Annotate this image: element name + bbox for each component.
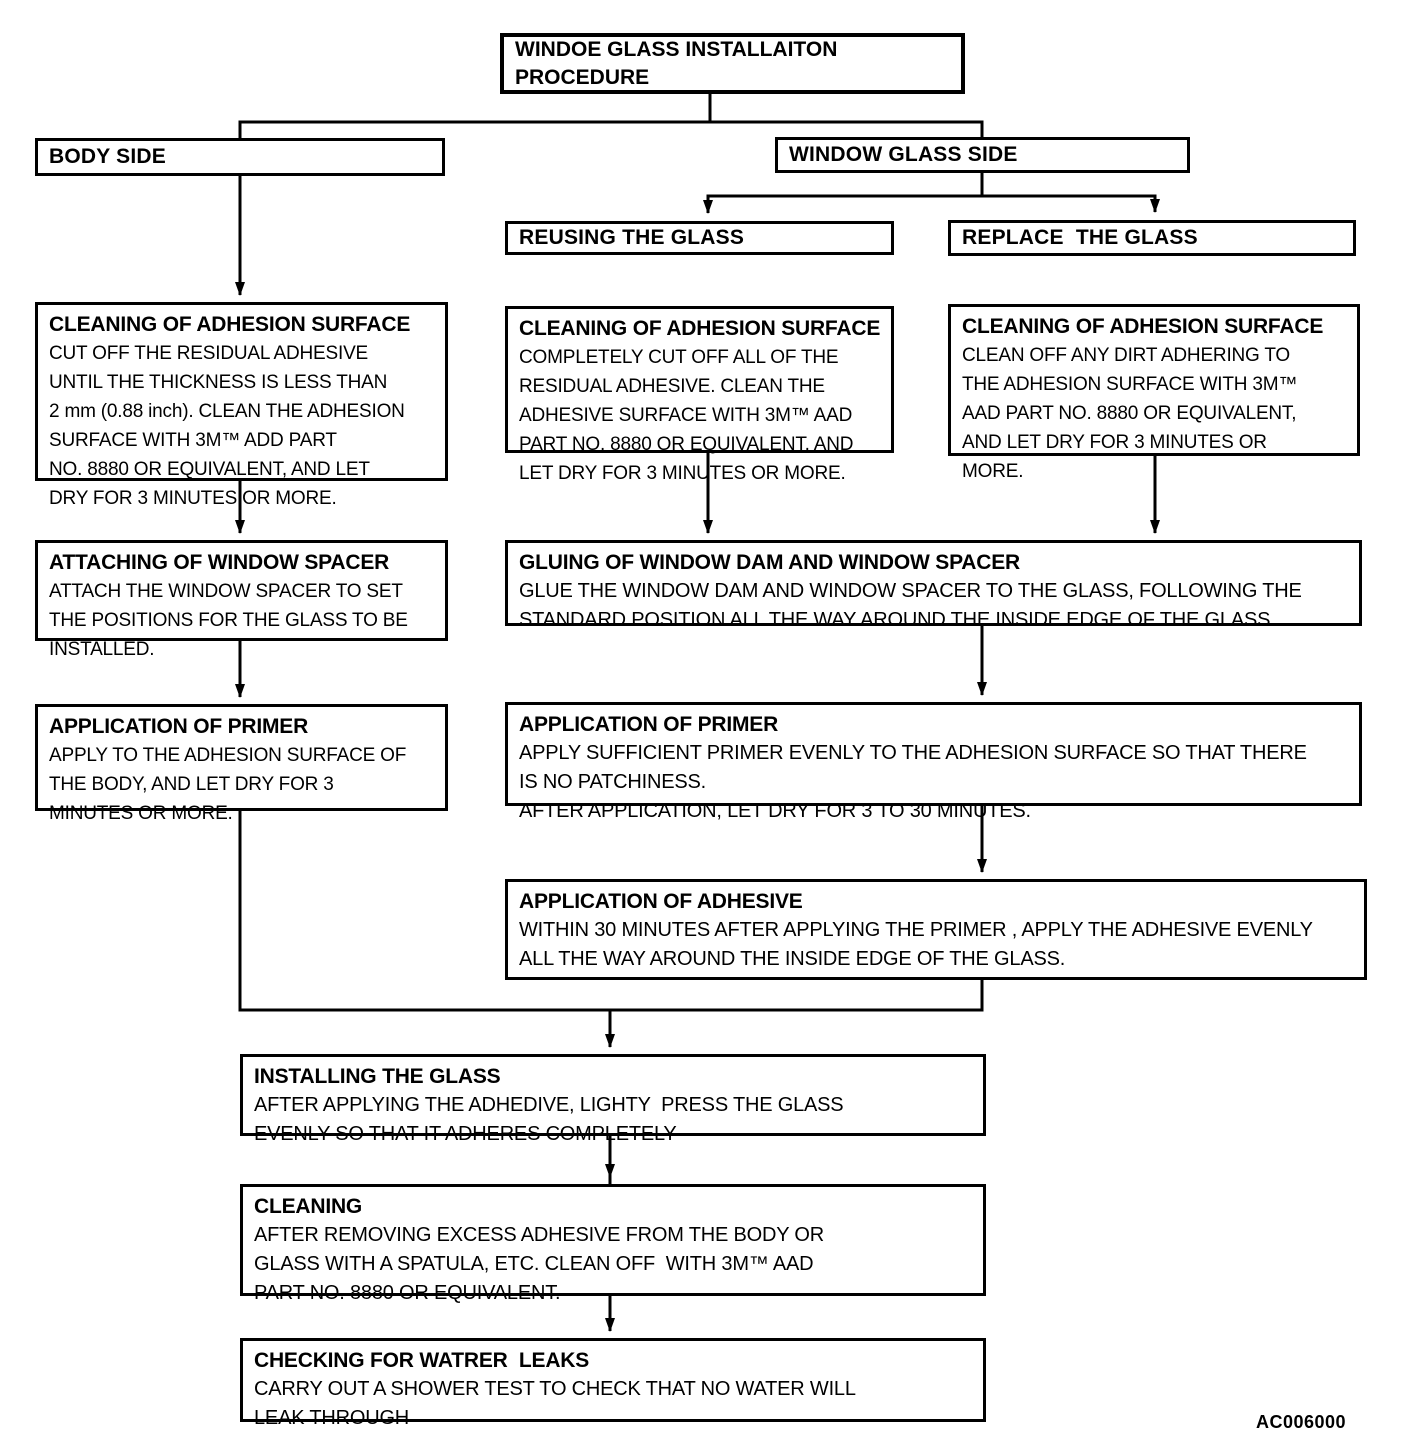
step-body-text: CLEAN OFF ANY DIRT ADHERING TO THE ADHES… (962, 345, 1298, 482)
step-checking-for-water-leaks: CHECKING FOR WATRER LEAKS CARRY OUT A SH… (240, 1338, 986, 1429)
step-body-text: AFTER APPLYING THE ADHEDIVE, LIGHTY PRES… (254, 1094, 844, 1145)
step-cleaning-adhesion-surface-body: CLEANING OF ADHESION SURFACE CUT OFF THE… (35, 302, 448, 509)
step-body-text: CARRY OUT A SHOWER TEST TO CHECK THAT NO… (254, 1378, 856, 1429)
step-body-text: ATTACH THE WINDOW SPACER TO SET THE POSI… (49, 581, 408, 660)
step-application-of-primer-glass: APPLICATION OF PRIMER APPLY SUFFICIENT P… (505, 702, 1362, 822)
step-application-of-adhesive: APPLICATION OF ADHESIVE WITHIN 30 MINUTE… (505, 879, 1367, 980)
figure-code: AC006000 (1256, 1412, 1347, 1432)
branch-body-side: BODY SIDE (35, 138, 445, 176)
step-gluing-window-dam-and-spacer: GLUING OF WINDOW DAM AND WINDOW SPACER G… (505, 540, 1362, 631)
step-heading: CLEANING OF ADHESION SURFACE (49, 313, 411, 336)
step-body-text: AFTER REMOVING EXCESS ADHESIVE FROM THE … (254, 1224, 824, 1304)
step-installing-the-glass: INSTALLING THE GLASS AFTER APPLYING THE … (240, 1054, 986, 1145)
branch-reusing-label: REUSING THE GLASS (519, 226, 745, 249)
step-body-text: GLUE THE WINDOW DAM AND WINDOW SPACER TO… (519, 580, 1302, 631)
flowchart-title: WINDOE GLASS INSTALLAITON PROCEDURE (515, 37, 838, 89)
flowchart-title-box: WINDOE GLASS INSTALLAITON PROCEDURE (500, 33, 965, 94)
branch-replace-the-glass: REPLACE THE GLASS (948, 220, 1356, 256)
step-attaching-window-spacer: ATTACHING OF WINDOW SPACER ATTACH THE WI… (35, 540, 448, 660)
step-application-of-primer-body: APPLICATION OF PRIMER APPLY TO THE ADHES… (35, 704, 448, 824)
step-heading: APPLICATION OF PRIMER (49, 715, 309, 738)
branch-replace-label: REPLACE THE GLASS (962, 226, 1198, 249)
step-heading: APPLICATION OF ADHESIVE (519, 890, 803, 913)
step-heading: ATTACHING OF WINDOW SPACER (49, 551, 390, 574)
step-heading: CLEANING OF ADHESION SURFACE (519, 317, 881, 340)
step-body-text: APPLY SUFFICIENT PRIMER EVENLY TO THE AD… (519, 742, 1307, 822)
step-heading: CLEANING OF ADHESION SURFACE (962, 315, 1324, 338)
step-body-text: WITHIN 30 MINUTES AFTER APPLYING THE PRI… (519, 919, 1313, 970)
branch-window-glass-side: WINDOW GLASS SIDE (775, 137, 1190, 173)
step-heading: GLUING OF WINDOW DAM AND WINDOW SPACER (519, 551, 1021, 574)
step-heading: CLEANING (254, 1195, 363, 1218)
step-heading: APPLICATION OF PRIMER (519, 713, 779, 736)
branch-reusing-the-glass: REUSING THE GLASS (505, 221, 894, 255)
step-body-text: CUT OFF THE RESIDUAL ADHESIVE UNTIL THE … (49, 343, 405, 509)
step-cleaning-adhesion-surface-reuse: CLEANING OF ADHESION SURFACE COMPLETELY … (505, 306, 894, 484)
step-cleaning-adhesion-surface-replace: CLEANING OF ADHESION SURFACE CLEAN OFF A… (948, 304, 1360, 482)
branch-window-glass-side-label: WINDOW GLASS SIDE (789, 143, 1018, 166)
step-heading: CHECKING FOR WATRER LEAKS (254, 1349, 590, 1372)
step-heading: INSTALLING THE GLASS (254, 1065, 501, 1088)
branch-body-side-label: BODY SIDE (49, 145, 166, 168)
step-cleaning: CLEANING AFTER REMOVING EXCESS ADHESIVE … (240, 1184, 986, 1304)
step-body-text: COMPLETELY CUT OFF ALL OF THE RESIDUAL A… (519, 347, 854, 484)
step-body-text: APPLY TO THE ADHESION SURFACE OF THE BOD… (49, 745, 407, 824)
